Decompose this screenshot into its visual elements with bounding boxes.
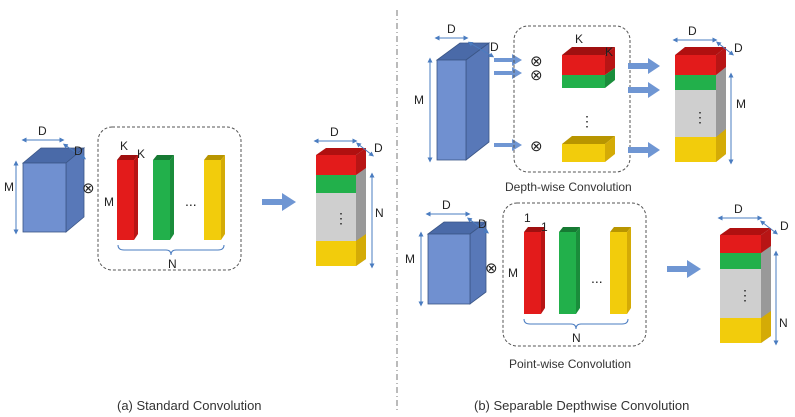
- flow-arrow: [494, 139, 522, 151]
- dim-label-d: D: [74, 144, 83, 158]
- flow-arrow: [494, 54, 522, 66]
- kernel-depth-m: M: [104, 195, 114, 209]
- filter-ellipsis: ...: [185, 193, 197, 209]
- dim-label-d: D: [490, 40, 499, 54]
- convolution-operator: ⊗: [82, 180, 95, 197]
- depth-dimension-arrow: [467, 41, 495, 58]
- kernel-size-one: 1: [541, 220, 548, 234]
- filter-green: [559, 227, 580, 314]
- kernel-size-k: K: [605, 45, 613, 59]
- dim-label-d: D: [688, 24, 697, 38]
- kernel-size-k: K: [575, 32, 583, 46]
- filter-ellipsis: ...: [591, 270, 603, 286]
- dim-label-n: N: [779, 316, 788, 330]
- depthwise-input-tensor: [435, 42, 491, 161]
- depth-dimension-arrow: [716, 41, 734, 56]
- kernel-depth-m: M: [508, 266, 518, 280]
- depthwise-filter-yellow: [562, 136, 615, 162]
- dim-label-d: D: [442, 198, 451, 212]
- kernel-size-k: K: [137, 147, 145, 161]
- filter-green: [153, 155, 174, 240]
- output-ellipsis: ⋮: [738, 287, 752, 303]
- dim-label-d: D: [38, 124, 47, 138]
- dim-label-d: D: [780, 219, 789, 233]
- kernel-count-brace: [117, 244, 225, 256]
- dim-label-m: M: [736, 97, 746, 111]
- dim-label-d: D: [447, 22, 456, 36]
- depth-dimension-arrow: [466, 217, 490, 234]
- kernel-count-n: N: [168, 257, 177, 271]
- depth-dimension-arrow: [62, 143, 87, 160]
- pointwise-convolution-panel: D D M ⊗ ... 1 1 M N: [405, 198, 789, 371]
- flow-arrow: [262, 193, 296, 211]
- depth-dimension-arrow: [356, 142, 374, 157]
- dim-label-d: D: [374, 141, 383, 155]
- caption-standard: (a) Standard Convolution: [117, 398, 262, 413]
- pointwise-output-tensor: [720, 228, 771, 343]
- flow-arrow: [628, 142, 660, 158]
- dim-label-m: M: [4, 180, 14, 194]
- output-ellipsis: ⋮: [693, 109, 707, 125]
- convolution-operator: ⊗: [530, 138, 543, 155]
- dim-label-d: D: [478, 217, 487, 231]
- convolution-operator: ⊗: [485, 260, 498, 277]
- depthwise-label: Depth-wise Convolution: [505, 180, 632, 194]
- standard-convolution-panel: D D M ⊗ ... K K M N: [4, 124, 384, 413]
- depthwise-output-tensor: [675, 47, 726, 162]
- convolution-operator: ⊗: [530, 67, 543, 84]
- dim-label-m: M: [414, 93, 424, 107]
- flow-arrow: [628, 58, 660, 74]
- flow-arrow: [628, 82, 660, 98]
- pointwise-input-tensor: [426, 221, 488, 305]
- depthwise-filter-stack: [562, 47, 615, 88]
- flow-arrow: [494, 67, 522, 79]
- filter-red: [117, 155, 138, 240]
- kernel-count-brace: [523, 318, 629, 330]
- convolution-operator: ⊗: [530, 53, 543, 70]
- dim-label-d: D: [330, 125, 339, 139]
- flow-arrow: [667, 260, 701, 278]
- pointwise-label: Point-wise Convolution: [509, 357, 631, 371]
- filter-yellow: [610, 227, 631, 314]
- filter-yellow: [204, 155, 225, 240]
- pointwise-kernel-box: [502, 202, 647, 347]
- kernel-size-one: 1: [524, 211, 531, 225]
- dim-label-m: M: [405, 252, 415, 266]
- kernel-count-n: N: [572, 331, 581, 345]
- kernel-ellipsis: ⋮: [580, 113, 594, 129]
- dim-label-d: D: [734, 41, 743, 55]
- dim-label-n: N: [375, 206, 384, 220]
- dim-label-d: D: [734, 202, 743, 216]
- output-ellipsis: ⋮: [334, 210, 348, 226]
- filter-red: [524, 227, 545, 314]
- standard-input-tensor: [21, 147, 86, 233]
- standard-output-tensor: [316, 148, 366, 266]
- kernel-size-k: K: [120, 139, 128, 153]
- depthwise-convolution-panel: D D M ⊗ ⊗ ⊗ K K ⋮: [414, 22, 746, 194]
- kernel-group-box: [97, 126, 242, 271]
- depth-dimension-arrow: [760, 220, 778, 235]
- caption-separable: (b) Separable Depthwise Convolution: [474, 398, 689, 413]
